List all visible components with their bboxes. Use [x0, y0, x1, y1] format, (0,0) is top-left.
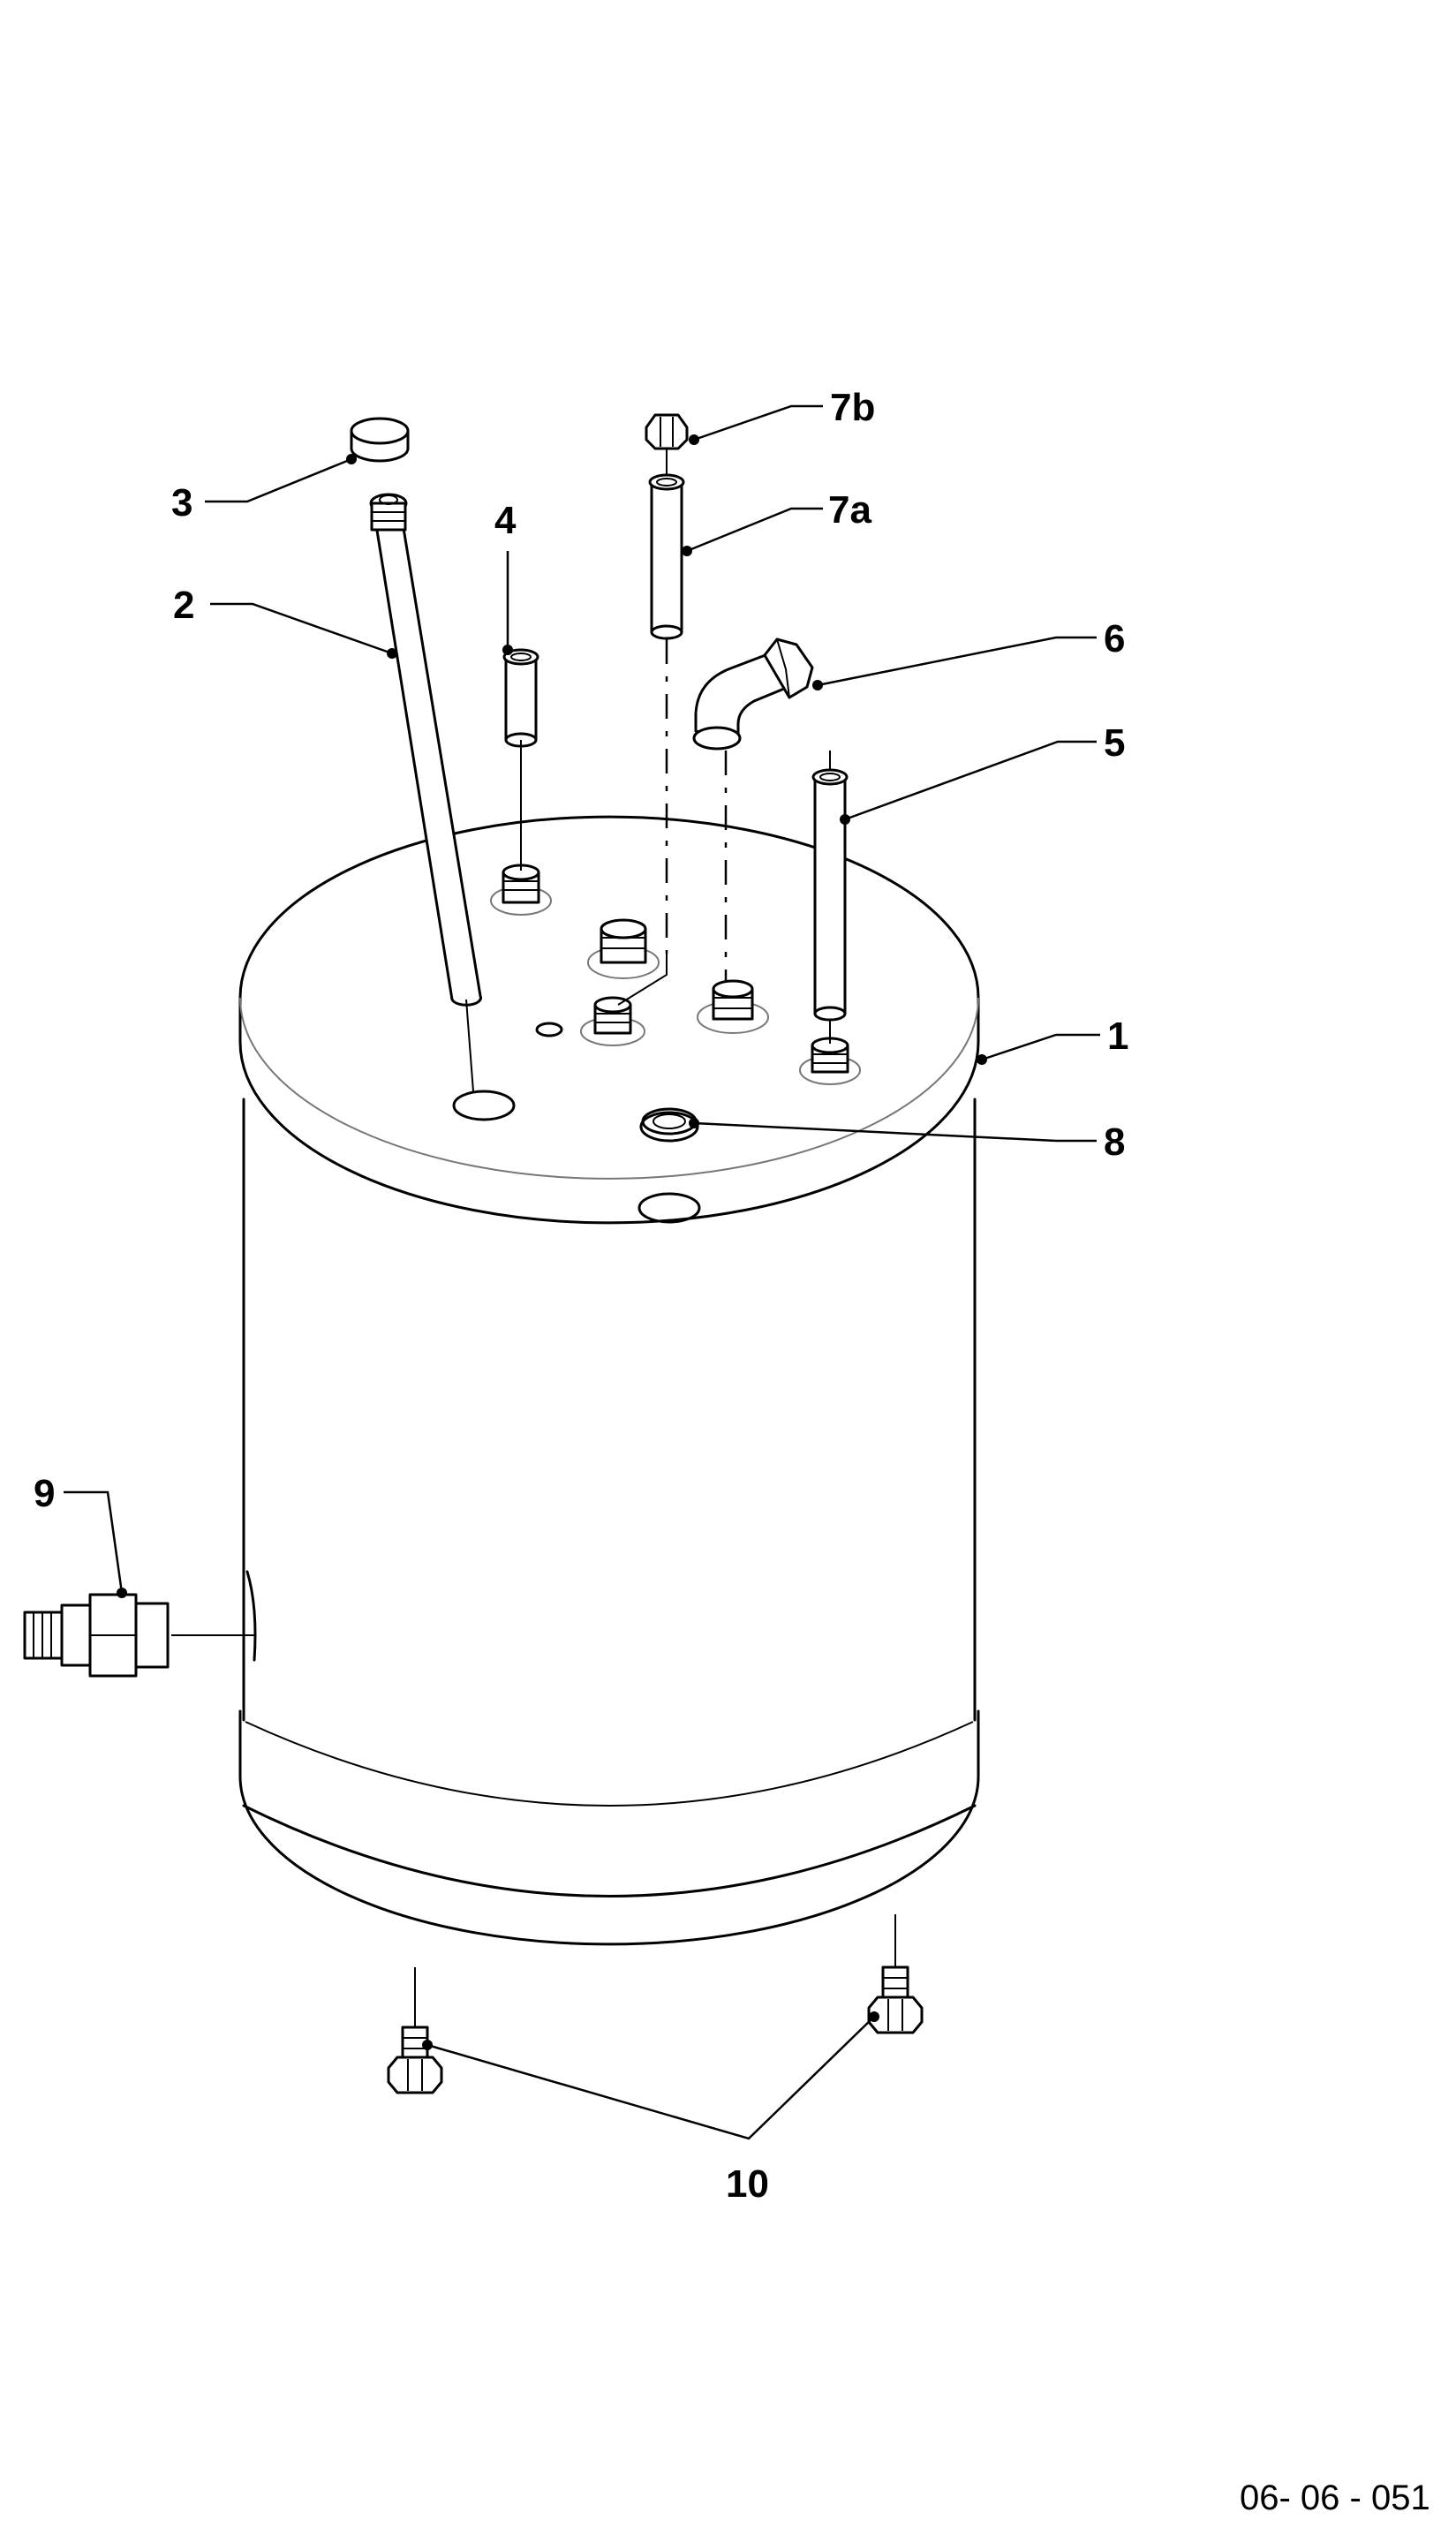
elbow-part-6 [692, 638, 814, 980]
seal-ring-part-8 [639, 1107, 699, 1143]
leader-lines [64, 404, 1100, 2140]
callout-8: 8 [1104, 1120, 1125, 1164]
boss-6 [697, 979, 769, 1034]
boss-4 [490, 864, 552, 916]
rod-part-2 [369, 493, 482, 1092]
callout-5: 5 [1104, 721, 1125, 765]
foot-bolt-left [387, 1967, 443, 2094]
lid-hole-left [452, 1090, 516, 1121]
tube-part-4 [502, 648, 539, 871]
callout-6: 6 [1104, 617, 1125, 660]
cap-part-3 [350, 417, 410, 463]
callout-2: 2 [173, 584, 194, 627]
callout-10: 10 [726, 2162, 769, 2206]
callout-4: 4 [494, 499, 517, 542]
tube-part-7a [617, 473, 685, 1006]
callout-1: 1 [1107, 1015, 1128, 1058]
boss-5 [799, 1037, 861, 1085]
lid-hole-small [535, 1022, 563, 1037]
callout-3: 3 [171, 481, 192, 524]
lid-hole-front [637, 1192, 701, 1224]
callout-9: 9 [34, 1472, 55, 1515]
plug-part-7b [645, 413, 689, 475]
boss-7 [580, 996, 645, 1046]
fitting-part-9 [23, 1570, 257, 1678]
callout-7b: 7b [830, 386, 875, 429]
callout-7a: 7a [828, 488, 871, 532]
drawing-code: 06- 06 - 051 [1240, 2478, 1430, 2517]
foot-bolt-right [867, 1914, 924, 2034]
tube-part-5 [811, 751, 849, 1044]
cylinder-tank [238, 815, 980, 1946]
boss-large [587, 918, 660, 979]
